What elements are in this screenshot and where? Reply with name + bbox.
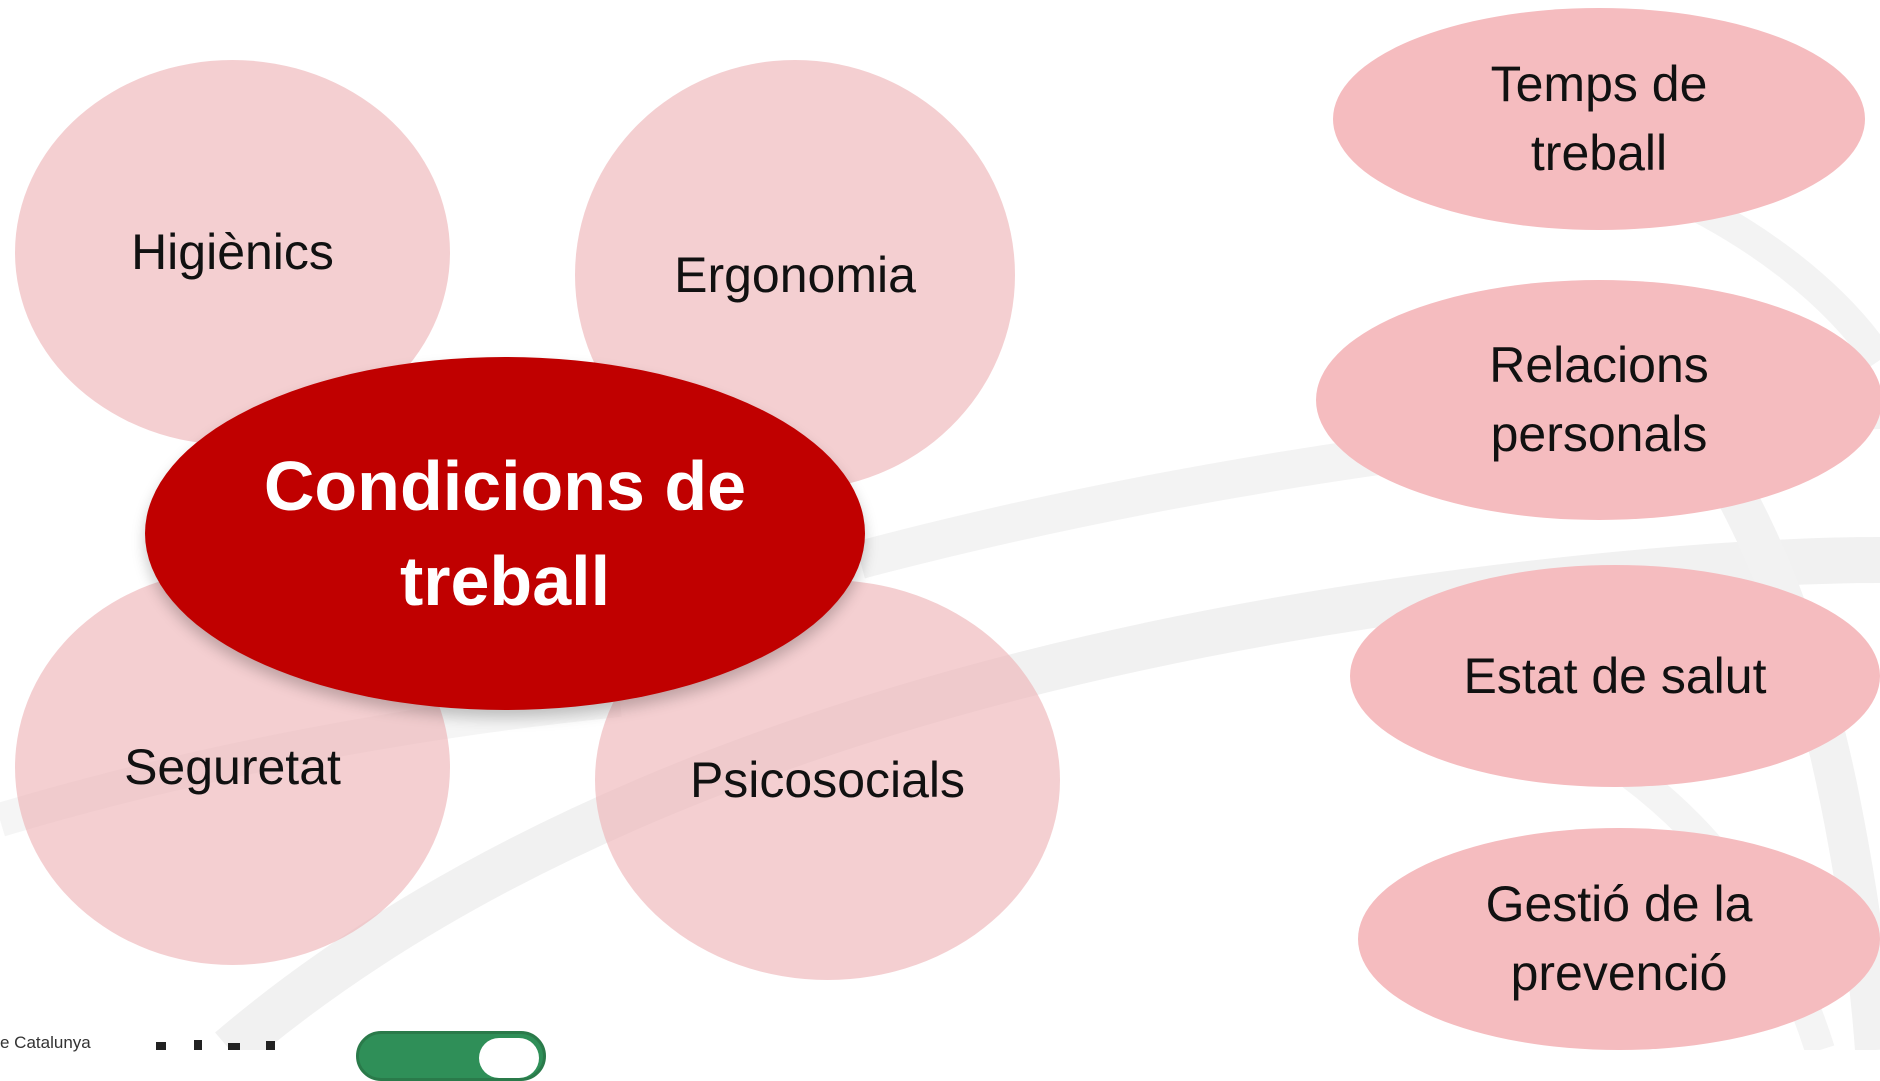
item-estat-de-salut: Estat de salut: [1350, 565, 1880, 787]
item-gestio-de-la-prevencio: Gestió de la prevenció: [1358, 828, 1880, 1050]
petal-higienics-label: Higiènics: [131, 224, 334, 280]
footer-badge-inner: [479, 1038, 539, 1078]
petal-ergonomia-label: Ergonomia: [674, 246, 916, 303]
center-node: Condicions de treball: [145, 357, 865, 710]
petal-psicosocials-label: Psicosocials: [689, 751, 966, 808]
item-relacions-personals-label: Relacions personals: [1489, 337, 1709, 462]
item-temps-de-treball-label: Temps de treball: [1490, 56, 1708, 181]
center-node-label: Condicions de treball: [263, 447, 747, 620]
footer-org-text: e Catalunya: [0, 1033, 91, 1052]
footer-logo-fragment: [156, 1040, 275, 1050]
item-relacions-personals: Relacions personals: [1316, 280, 1880, 520]
item-temps-de-treball: Temps de treball: [1333, 8, 1865, 230]
item-estat-de-salut-label: Estat de salut: [1463, 647, 1767, 704]
footer-badge-logo: [356, 1031, 546, 1081]
petal-seguretat-label: Seguretat: [124, 739, 341, 795]
item-gestio-de-la-prevencio-label: Gestió de la prevenció: [1485, 876, 1753, 1001]
